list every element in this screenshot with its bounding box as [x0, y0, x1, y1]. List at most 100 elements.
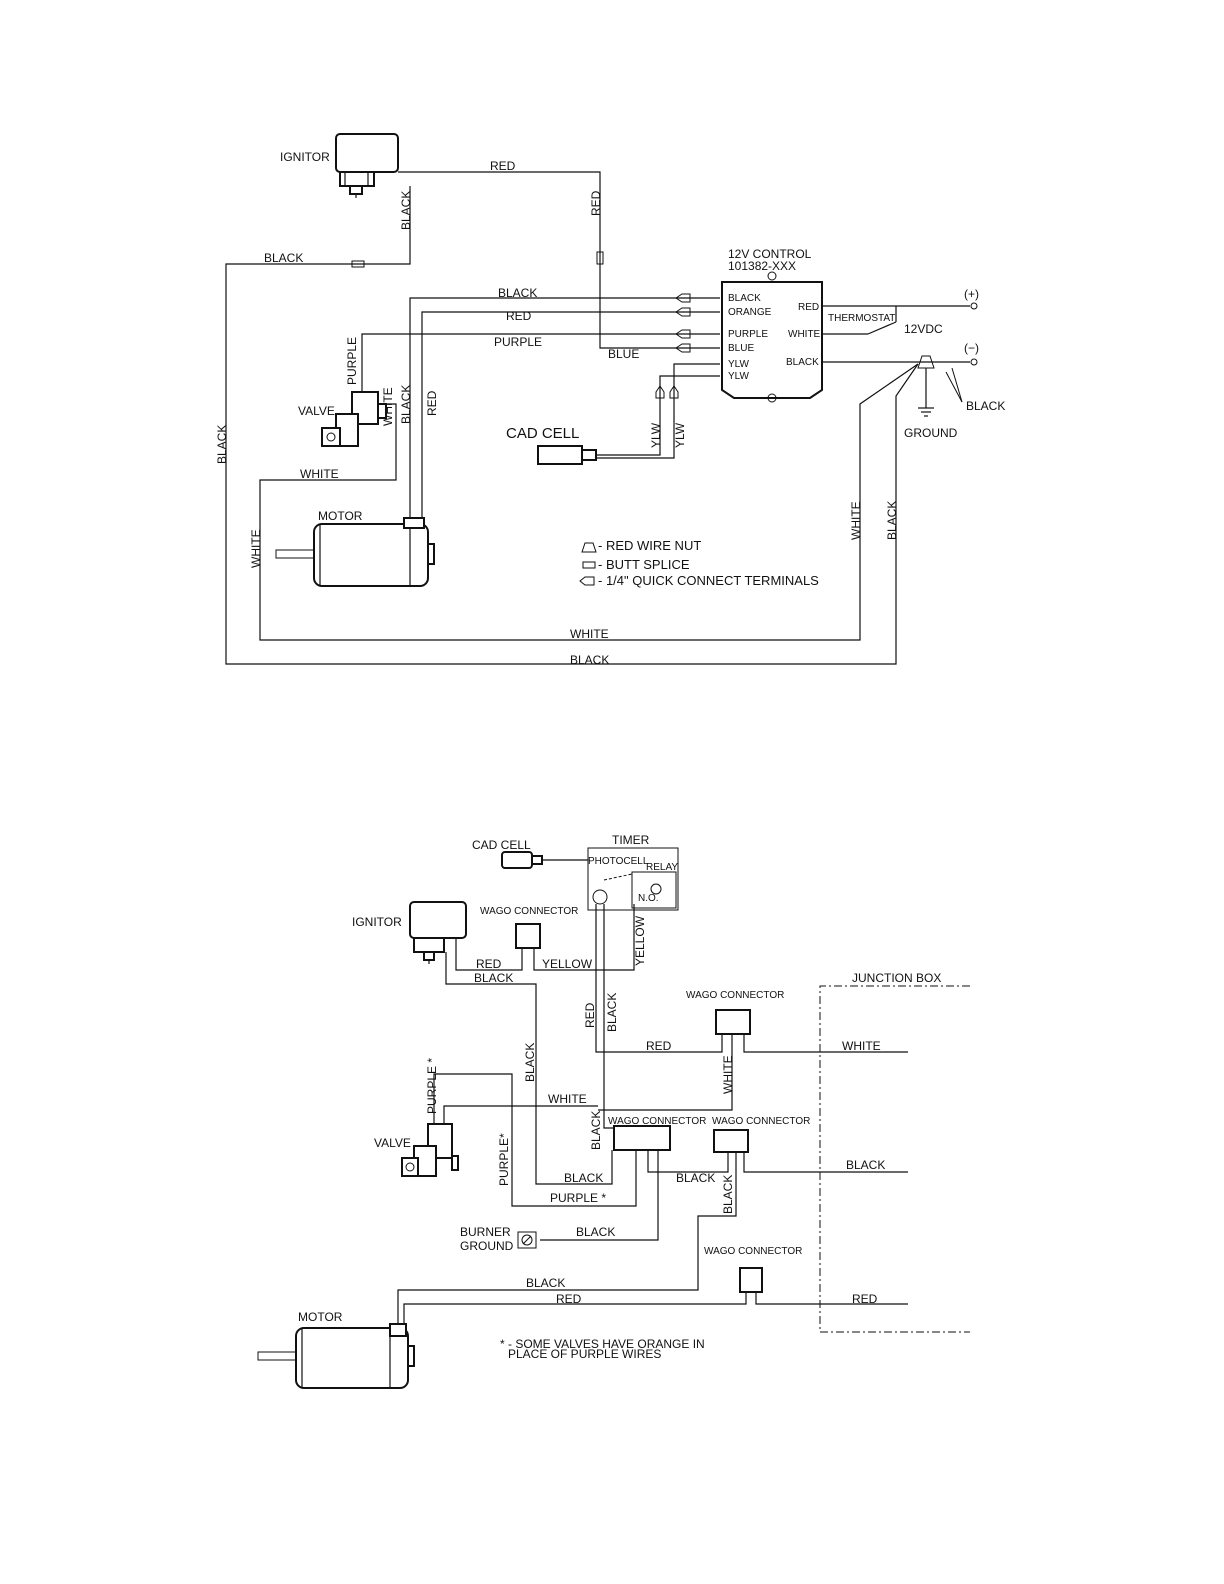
wire-label-white-h: WHITE: [548, 1092, 587, 1106]
relay-label: RELAY: [646, 862, 678, 873]
wire-label-black-top: BLACK: [264, 251, 303, 265]
burner-ground-label-2: GROUND: [460, 1239, 514, 1253]
wire-label-black-jb: BLACK: [846, 1158, 885, 1172]
motor-label-2: MOTOR: [298, 1310, 343, 1324]
wago-connector-2: [715, 1009, 751, 1035]
wire-black-ignitor: [225, 186, 919, 665]
wire-purple-control: [361, 333, 720, 392]
wire-label-black-v: BLACK: [605, 993, 619, 1032]
control-terminal-ylw2: YLW: [728, 371, 749, 382]
butt-splice: [351, 260, 365, 268]
cad-cell: [537, 363, 720, 465]
wire-label-red-h: RED: [646, 1039, 672, 1053]
terminal-negative: [970, 358, 978, 366]
wago-connector-5: [739, 1267, 763, 1293]
control-terminal-orange: ORANGE: [728, 307, 772, 318]
plus-label: (+): [964, 287, 979, 301]
wire-label-black-left: BLACK: [215, 425, 229, 464]
note-line-2: PLACE OF PURPLE WIRES: [508, 1347, 661, 1361]
cad-cell-label: CAD CELL: [506, 425, 579, 442]
legend-quick-connect-icon: [579, 576, 595, 586]
quick-connect-terminal: [669, 385, 679, 399]
wire-label-yellow-v: YELLOW: [633, 915, 647, 966]
wire-label-black-ground-2: BLACK: [576, 1225, 615, 1239]
wire-label-red-ignitor: RED: [490, 159, 516, 173]
wire-black-wago-link: [647, 1150, 729, 1173]
wire-white-valve-2: [443, 1105, 598, 1124]
wire-label-white-mid: WHITE: [300, 467, 339, 481]
motor-2: [257, 1323, 415, 1389]
valve: [321, 391, 387, 447]
timer: [587, 847, 679, 911]
wire-red-motor: [403, 1292, 747, 1328]
wire-label-white-bottom: WHITE: [570, 627, 609, 641]
wago-label-5: WAGO CONNECTOR: [704, 1246, 802, 1257]
wire-red-ignitor-2: [455, 938, 523, 971]
diagram-timer: CAD CELL TIMER PHOTOCELL RELAY N.O. IGNI…: [257, 833, 970, 1389]
control-title: 12V CONTROL: [728, 247, 812, 261]
no-label: N.O.: [638, 893, 659, 904]
wire-label-white-right: WHITE: [849, 501, 863, 540]
wire-label-white-jb: WHITE: [842, 1039, 881, 1053]
quick-connect-terminals: [675, 293, 691, 353]
wire-black-control: [409, 297, 720, 524]
quick-connect-terminal: [655, 385, 665, 399]
wire-label-blue: BLUE: [608, 347, 639, 361]
wire-label-purple-valve: PURPLE: [345, 337, 359, 385]
wire-label-yellow-h: YELLOW: [542, 957, 593, 971]
wire-white-neutral: [598, 1034, 733, 1111]
legend-butt-splice-icon: [582, 561, 596, 569]
wire-red-jb: [755, 1292, 908, 1305]
control-part-number: 101382-XXX: [728, 259, 796, 273]
legend-wire-nut: - RED WIRE NUT: [598, 538, 701, 553]
burner-ground: [517, 1231, 537, 1249]
wire-label-black-v2: BLACK: [721, 1175, 735, 1214]
timer-label: TIMER: [612, 833, 650, 847]
ignitor: [335, 133, 399, 198]
motor: [275, 517, 435, 587]
wire-label-black-ign: BLACK: [474, 971, 513, 985]
photocell-label: PHOTOCELL: [588, 856, 649, 867]
wago-connector-4: [713, 1129, 749, 1153]
wire-label-black-valve: BLACK: [399, 385, 413, 424]
valve-label-2: VALVE: [374, 1136, 411, 1150]
wire-red-ignitor: [398, 171, 720, 349]
wire-black-jb: [743, 1152, 908, 1173]
wire-label-purple-star-left: PURPLE*: [497, 1133, 511, 1186]
wire-label-white-motor: WHITE: [249, 529, 263, 568]
wago-connector-1: [515, 923, 541, 949]
wago-label-2: WAGO CONNECTOR: [686, 990, 784, 1001]
wire-label-red-v: RED: [583, 1002, 597, 1028]
wire-label-purple-control: PURPLE: [494, 335, 542, 349]
minus-label: (−): [964, 341, 979, 355]
wire-label-ylw1: YLW: [649, 422, 663, 448]
junction-box-label: JUNCTION BOX: [852, 971, 941, 985]
red-wire-nut: [917, 355, 935, 369]
legend-butt-splice: - BUTT SPLICE: [598, 557, 690, 572]
wire-label-red-jb: RED: [852, 1292, 878, 1306]
control-terminal-red: RED: [798, 302, 819, 313]
wire-label-black-motor: BLACK: [526, 1276, 565, 1290]
cad-cell-label-2: CAD CELL: [472, 838, 531, 852]
wire-label-black-ignitor: BLACK: [399, 191, 413, 230]
cad-cell-2: [501, 851, 588, 869]
wire-label-red-motor: RED: [556, 1292, 582, 1306]
wago-connector-3: [613, 1125, 671, 1151]
legend-wire-nut-icon: [581, 542, 597, 553]
wire-label-red-control: RED: [506, 309, 532, 323]
wire-yellow: [533, 904, 635, 971]
terminal-positive: [970, 302, 978, 310]
wire-white-jb: [743, 1034, 908, 1053]
legend: - RED WIRE NUT - BUTT SPLICE - 1/4" QUIC…: [579, 538, 819, 588]
wire-black-motor: [397, 1152, 737, 1328]
wire-label-ylw2: YLW: [673, 422, 687, 448]
control-12v: [721, 271, 823, 403]
wago-label-4: WAGO CONNECTOR: [712, 1116, 810, 1127]
control-terminal-ylw1: YLW: [728, 359, 749, 370]
wire-label-purple-star-top: PURPLE *: [425, 1058, 439, 1114]
burner-ground-label-1: BURNER: [460, 1225, 511, 1239]
control-terminal-blue: BLUE: [728, 343, 754, 354]
ignitor-2: [409, 901, 467, 964]
wire-label-red-vertical: RED: [589, 190, 603, 216]
